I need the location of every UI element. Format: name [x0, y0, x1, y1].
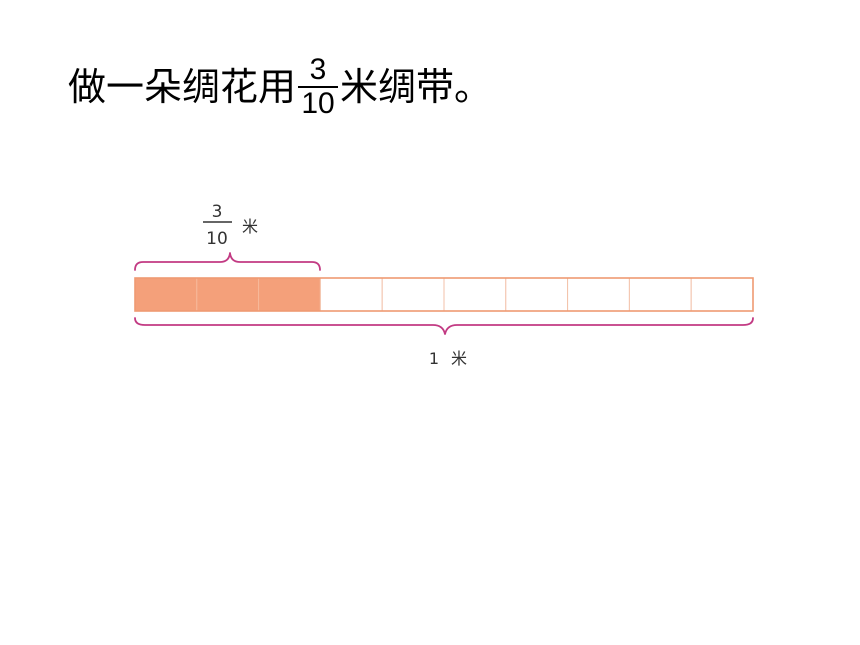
- problem-fraction-bar: [298, 86, 339, 88]
- ribbon-segment-filled: [134, 277, 198, 312]
- ribbon-segment-empty: [628, 277, 692, 312]
- problem-suffix: 米绸带。: [340, 65, 493, 109]
- ribbon-segment-empty: [319, 277, 383, 312]
- problem-prefix: 做一朵绸花用: [68, 65, 297, 109]
- part-brace: [134, 252, 321, 271]
- part-label-unit: 米: [242, 217, 258, 236]
- ribbon-segment-empty: [505, 277, 569, 312]
- problem-fraction: 3 10: [298, 53, 339, 120]
- ribbon-segment-empty: [381, 277, 445, 312]
- whole-label-unit: 米: [451, 349, 467, 368]
- ribbon-strip: [134, 277, 754, 312]
- ribbon-segment-empty: [567, 277, 630, 312]
- ribbon-strip-border: [134, 277, 754, 312]
- part-label-numerator: 3: [212, 202, 223, 222]
- whole-brace: [134, 317, 754, 335]
- problem-fraction-denominator: 10: [301, 87, 335, 120]
- ribbon-segment-filled: [258, 277, 321, 312]
- problem-fraction-numerator: 3: [309, 53, 327, 86]
- whole-label-value: 1: [429, 349, 439, 368]
- ribbon-segment-empty: [443, 277, 507, 312]
- ribbon-segment-filled: [196, 277, 260, 312]
- problem-statement: 做一朵绸花用 3 10 米绸带。: [68, 54, 492, 120]
- part-label-denominator: 10: [206, 229, 228, 249]
- ribbon-segment-empty: [690, 277, 754, 312]
